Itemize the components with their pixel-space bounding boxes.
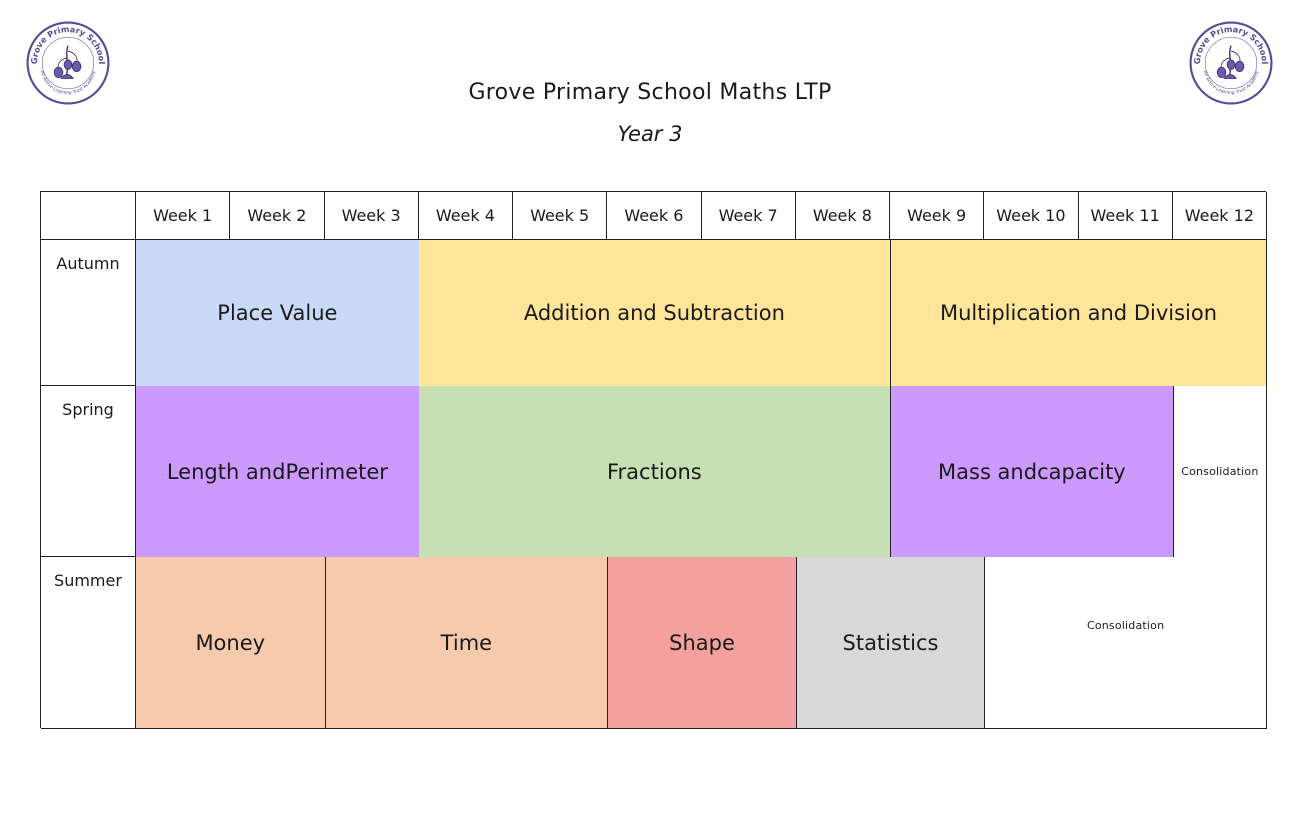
topic-shape: Shape: [607, 557, 796, 729]
term-label-summer: Summer: [41, 557, 136, 729]
week-header: Week 2: [230, 192, 325, 240]
school-crest-icon: Grove Primary School An Active Learning …: [1189, 21, 1273, 105]
long-term-plan-table: Week 1 Week 2 Week 3 Week 4 Week 5 Week …: [40, 191, 1267, 729]
term-label-spring: Spring: [41, 386, 136, 557]
corner-cell: [41, 192, 136, 240]
topic-addition-and-subtraction: Addition and Subtraction: [418, 240, 890, 386]
topic-time: Time: [324, 557, 608, 729]
school-crest-icon: Grove Primary School An Active Learning …: [26, 21, 110, 105]
topic-money: Money: [136, 557, 325, 729]
topic-mass-and-capacity: Mass and capacity: [890, 386, 1173, 557]
topic-multiplication-and-division: Multiplication and Division: [890, 240, 1267, 386]
topic-consolidation: Consolidation: [984, 557, 1267, 729]
page-title: Grove Primary School Maths LTP: [468, 80, 832, 105]
topic-statistics: Statistics: [795, 557, 985, 729]
week-header: Week 8: [795, 192, 890, 240]
week-header: Week 11: [1078, 192, 1173, 240]
topic-length-and-perimeter: Length and Perimeter: [136, 386, 419, 557]
week-header: Week 6: [607, 192, 702, 240]
week-header: Week 3: [324, 192, 419, 240]
topic-place-value: Place Value: [136, 240, 419, 386]
week-header: Week 12: [1172, 192, 1267, 240]
week-header: Week 1: [136, 192, 231, 240]
page-subtitle: Year 3: [617, 122, 683, 146]
term-label-autumn: Autumn: [41, 240, 136, 386]
topic-consolidation: Consolidation: [1172, 386, 1267, 557]
week-header: Week 10: [984, 192, 1079, 240]
week-header: Week 4: [418, 192, 513, 240]
week-header: Week 5: [513, 192, 608, 240]
week-header: Week 9: [890, 192, 985, 240]
topic-fractions: Fractions: [418, 386, 890, 557]
week-header: Week 7: [701, 192, 796, 240]
